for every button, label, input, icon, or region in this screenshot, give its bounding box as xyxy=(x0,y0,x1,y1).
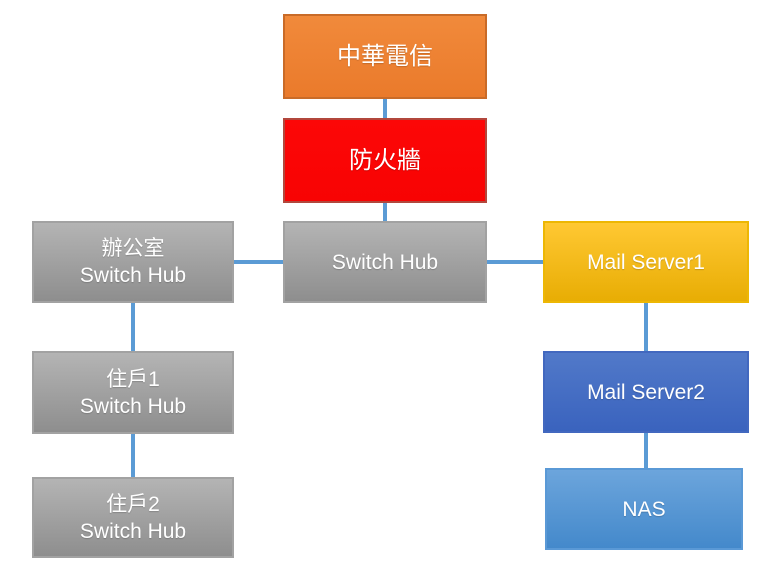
node-label: Mail Server1 xyxy=(587,250,705,274)
node-label: NAS xyxy=(622,497,666,521)
node-label: 住戶2 xyxy=(106,492,160,516)
link-mainswitch-mail1 xyxy=(487,260,543,264)
node-resident2-switch: 住戶2 Switch Hub xyxy=(32,477,234,558)
link-mail2-nas xyxy=(644,433,648,468)
link-office-mainswitch xyxy=(234,260,283,264)
node-sublabel: Switch Hub xyxy=(79,519,187,543)
node-firewall: 防火牆 xyxy=(283,118,487,203)
node-main-switch: Switch Hub xyxy=(283,221,487,303)
node-isp: 中華電信 xyxy=(283,14,487,99)
node-label: 辦公室 xyxy=(101,237,165,260)
link-mail1-mail2 xyxy=(644,303,648,351)
node-sublabel: Switch Hub xyxy=(79,264,187,287)
node-label: Mail Server2 xyxy=(587,380,705,404)
node-resident1-switch: 住戶1 Switch Hub xyxy=(32,351,234,434)
node-office-switch: 辦公室 Switch Hub xyxy=(32,221,234,303)
node-mail-server2: Mail Server2 xyxy=(543,351,749,433)
node-label: 防火牆 xyxy=(349,147,421,174)
link-isp-firewall xyxy=(383,99,387,118)
node-label: Switch Hub xyxy=(331,250,439,274)
node-sublabel: Switch Hub xyxy=(79,394,187,418)
link-firewall-mainswitch xyxy=(383,203,387,221)
node-mail-server1: Mail Server1 xyxy=(543,221,749,303)
link-office-resident1 xyxy=(131,303,135,351)
link-resident1-resident2 xyxy=(131,434,135,477)
node-label: 中華電信 xyxy=(337,43,433,70)
node-nas: NAS xyxy=(545,468,743,550)
node-label: 住戶1 xyxy=(106,367,160,391)
